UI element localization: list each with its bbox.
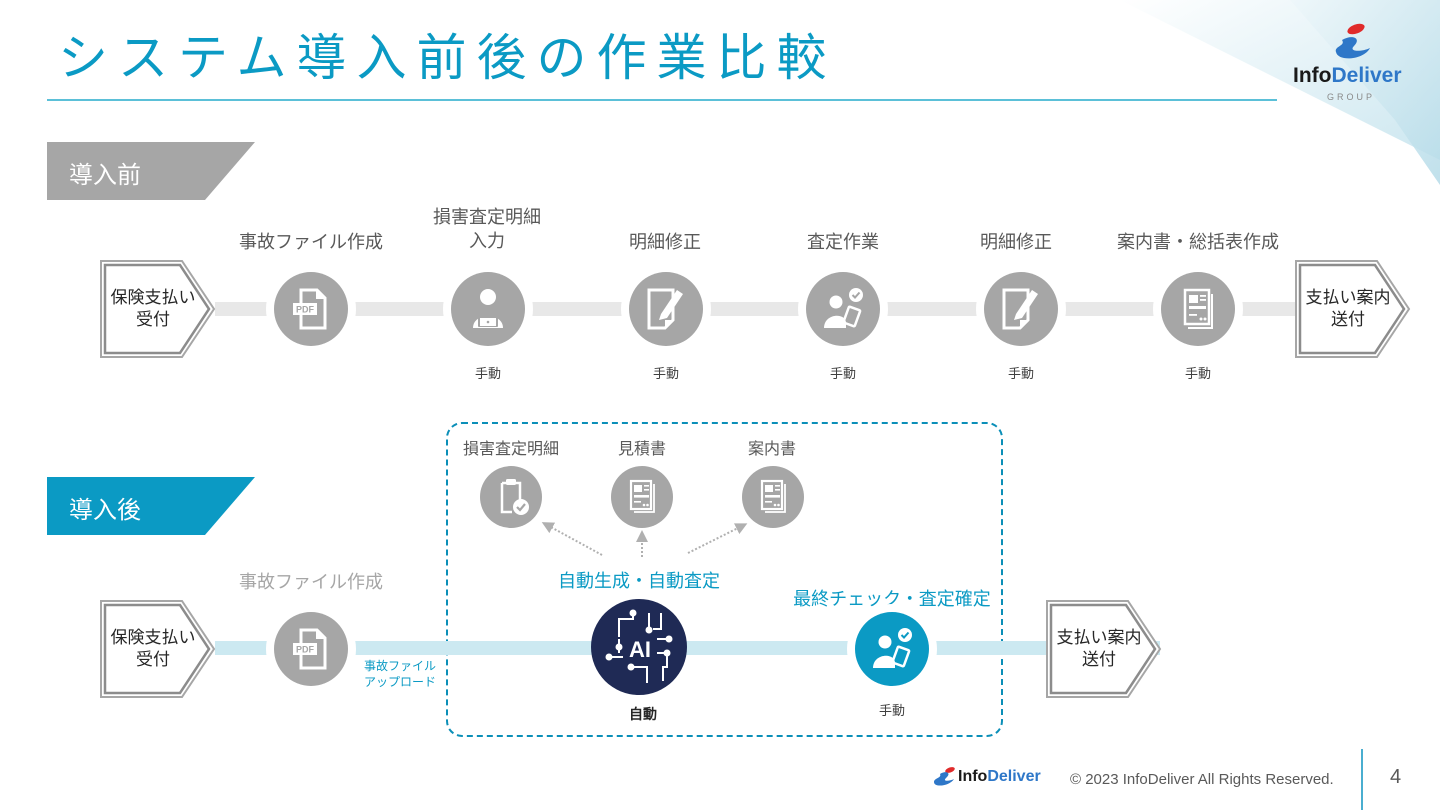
final-step-mode: 手動 xyxy=(878,704,905,719)
before-step-3-node xyxy=(629,272,703,346)
document-icon xyxy=(760,479,786,513)
after-end-node: 支払い案内 送付 xyxy=(1046,600,1162,698)
svg-text:PDF: PDF xyxy=(296,645,315,655)
before-banner: 導入前 xyxy=(47,142,257,200)
before-start-line1: 保険支払い xyxy=(110,288,196,308)
before-end-line1: 支払い案内 xyxy=(1305,288,1391,308)
logo-group-text: GROUP xyxy=(1327,92,1376,102)
edit-document-icon xyxy=(1002,288,1038,330)
page-number: 4 xyxy=(1390,766,1402,788)
ai-step-node: AI xyxy=(591,599,687,695)
after-end-line2: 送付 xyxy=(1082,650,1116,670)
ai-icon-text: AI xyxy=(629,637,651,662)
title-divider xyxy=(47,99,1277,101)
document-icon xyxy=(629,479,655,513)
upload-note-line2: アップロード xyxy=(363,675,436,689)
before-step-4-label: 査定作業 xyxy=(733,231,953,255)
before-step-4-node xyxy=(806,272,880,346)
before-step-2-mode: 手動 xyxy=(474,367,501,382)
page-title: システム導入前後の作業比較 xyxy=(58,29,837,87)
document-icon xyxy=(1183,288,1213,329)
footer-logo-info: Info xyxy=(958,768,988,785)
footer-logo: InfoDeliver xyxy=(932,766,1062,790)
upload-note: 事故ファイル アップロード xyxy=(360,658,440,690)
final-step-node xyxy=(855,612,929,686)
before-end-node: 支払い案内 送付 xyxy=(1295,260,1411,358)
copyright-text: © 2023 InfoDeliver All Rights Reserved. xyxy=(1070,771,1334,788)
before-step-6-mode: 手動 xyxy=(1184,367,1211,382)
before-end-line2: 送付 xyxy=(1331,310,1365,330)
svg-text:PDF: PDF xyxy=(296,305,315,315)
after-flow-track xyxy=(215,641,1160,655)
clipboard-check-icon xyxy=(500,479,529,515)
pdf-file-icon: PDF xyxy=(293,628,327,670)
person-laptop-icon xyxy=(473,289,503,328)
after-start-node: 保険支払い 受付 xyxy=(100,600,216,698)
before-start-line2: 受付 xyxy=(136,310,170,330)
before-start-node: 保険支払い 受付 xyxy=(100,260,216,358)
before-step-2-label-line2: 入力 xyxy=(469,231,505,252)
ai-step-mode: 自動 xyxy=(629,707,657,723)
after-file-step-label: 事故ファイル作成 xyxy=(239,572,383,593)
before-step-4-mode: 手動 xyxy=(829,367,856,382)
before-step-5-label-text: 明細修正 xyxy=(980,232,1052,253)
ai-step-label: 自動生成・自動査定 xyxy=(558,571,720,592)
before-step-6-node xyxy=(1161,272,1235,346)
person-check-tablet-icon xyxy=(873,628,912,668)
output-2-label: 見積書 xyxy=(617,439,666,458)
brand-logo-icon xyxy=(1335,23,1370,59)
after-banner-label: 導入後 xyxy=(69,496,141,524)
before-step-6-label: 案内書・総括表作成 xyxy=(1088,231,1308,255)
before-step-3-mode: 手動 xyxy=(652,367,679,382)
footer-logo-icon xyxy=(934,767,955,786)
person-check-tablet-icon xyxy=(824,288,863,328)
brand-logo-text: InfoDeliver xyxy=(1293,64,1402,88)
before-step-4-label-text: 査定作業 xyxy=(807,232,879,253)
automation-scope-box xyxy=(446,422,1003,737)
output-3-node xyxy=(742,466,804,528)
ai-circuit-icon: AI xyxy=(605,609,673,683)
output-1-label: 損害査定明細 xyxy=(462,439,559,458)
before-step-2-node xyxy=(451,272,525,346)
output-2-node xyxy=(611,466,673,528)
before-step-2-label: 損害査定明細 入力 xyxy=(377,206,597,254)
before-step-1-label-text: 事故ファイル作成 xyxy=(239,232,383,253)
before-step-3-label: 明細修正 xyxy=(555,231,775,255)
before-step-2-label-line1: 損害査定明細 xyxy=(433,207,541,228)
footer-divider xyxy=(1361,749,1363,810)
after-file-step-node: PDF xyxy=(274,612,348,686)
upload-note-line1: 事故ファイル xyxy=(363,659,436,673)
before-step-5-mode: 手動 xyxy=(1007,367,1034,382)
after-banner: 導入後 xyxy=(47,477,257,535)
before-step-3-label-text: 明細修正 xyxy=(629,232,701,253)
before-step-5-label: 明細修正 xyxy=(906,231,1126,255)
before-step-6-label-text: 案内書・総括表作成 xyxy=(1117,232,1279,253)
after-start-line2: 受付 xyxy=(136,650,170,670)
footer-logo-deliver: Deliver xyxy=(987,768,1041,785)
after-end-line1: 支払い案内 xyxy=(1056,628,1142,648)
before-step-5-node xyxy=(984,272,1058,346)
before-banner-label: 導入前 xyxy=(69,161,141,189)
edit-document-icon xyxy=(647,288,683,330)
output-1-node xyxy=(480,466,542,528)
logo-text-info: Info xyxy=(1293,64,1332,87)
output-3-label: 案内書 xyxy=(747,439,796,458)
after-start-line1: 保険支払い xyxy=(110,628,196,648)
pdf-file-icon: PDF xyxy=(293,288,327,330)
before-flow-track xyxy=(215,302,1300,316)
before-step-1-node: PDF xyxy=(274,272,348,346)
logo-text-deliver: Deliver xyxy=(1331,64,1402,87)
before-step-1-label: 事故ファイル作成 xyxy=(201,231,421,255)
final-step-label: 最終チェック・査定確定 xyxy=(793,589,991,610)
